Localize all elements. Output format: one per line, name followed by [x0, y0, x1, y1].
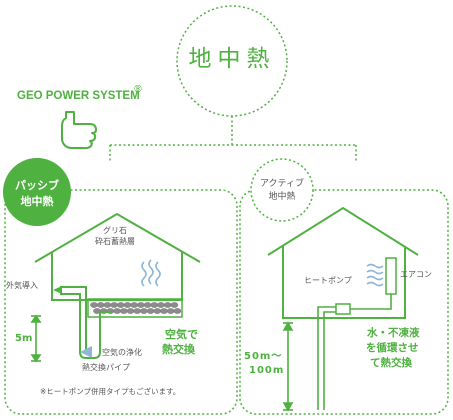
gravel-stone: [166, 308, 175, 314]
active-circle-line1: アクティブ: [259, 179, 304, 189]
gravel-stone: [96, 302, 105, 308]
passive-panel-frame: [4, 189, 238, 415]
gravel-stone: [140, 308, 148, 314]
gravel-stone: [153, 308, 162, 314]
air-intake-arrow-icon: [53, 286, 62, 294]
gravel-stone: [143, 302, 152, 308]
gravel-stone: [103, 302, 112, 308]
gravel-stone: [90, 302, 98, 308]
tree-connectors: [109, 116, 357, 162]
gravel-stone: [120, 308, 128, 314]
gravel-stone: [117, 302, 125, 308]
active-exchange-line3: て熱交換: [370, 357, 412, 369]
active-exchange-line2: を循環させ: [366, 342, 419, 354]
active-circle: [250, 158, 314, 222]
active-exchange-line1: 水・不凍液: [367, 327, 420, 339]
passive-depth-marker: [30, 314, 42, 363]
air-purify-arrow-icon: [80, 346, 92, 358]
active-depth-line1: 50m〜: [244, 351, 283, 362]
passive-house-outline: [34, 212, 201, 263]
passive-depth-label: 5m: [15, 333, 33, 344]
gravel-stone: [157, 302, 165, 308]
aircon-label: エアコン: [400, 270, 432, 279]
gravel-stone: [110, 302, 118, 308]
heat-pump-unit: [335, 303, 351, 315]
gravel-stone: [150, 302, 159, 308]
aircon-unit: [385, 257, 397, 295]
active-heat-waves-icon: [366, 263, 384, 287]
gravel-stone: [137, 302, 145, 308]
passive-exchange-line2: 熱交換: [162, 343, 195, 356]
gravel-label-2: 砕石蓄熱層: [95, 237, 135, 246]
gravel-stone: [170, 302, 179, 308]
air-intake-label: 外気導入: [6, 281, 38, 290]
gravel-stone: [123, 302, 132, 308]
gravel-stone: [160, 308, 168, 314]
passive-badge-line1: パッシブ: [15, 179, 59, 192]
active-panel-frame: [239, 189, 449, 415]
passive-heat-waves-icon: [141, 259, 161, 287]
gravel-label-1: グリ石: [103, 226, 127, 235]
brand-registered-mark: ®: [133, 84, 143, 95]
active-depth-line2: 100m: [249, 365, 285, 376]
passive-footnote: ※ヒートポンプ併用タイプもございます。: [40, 387, 181, 396]
heat-pump-label: ヒートポンプ: [304, 276, 352, 285]
gravel-stone: [146, 308, 155, 314]
passive-exchange-line1: 空気で: [165, 328, 198, 341]
heat-exchange-pipe: [60, 286, 112, 359]
gravel-stones: [90, 302, 182, 314]
gravel-stone: [173, 308, 182, 314]
main-title: 地中熱: [188, 46, 276, 72]
ground-loop-pipe: [317, 294, 392, 410]
active-house-walls: [282, 246, 406, 319]
active-depth-marker: [282, 321, 294, 412]
gravel-stone: [130, 302, 138, 308]
passive-badge: [3, 158, 71, 226]
gravel-bed: [87, 298, 183, 318]
gravel-stone: [113, 308, 121, 314]
passive-badge-line2: 地中熱: [20, 195, 54, 208]
gravel-stone: [163, 302, 172, 308]
gravel-stone: [126, 308, 135, 314]
air-purify-label: 空気の浄化: [102, 348, 142, 357]
pipe-label: 熱交換パイプ: [82, 363, 130, 372]
passive-house-walls: [51, 252, 183, 301]
hand-pointer-icon: [61, 111, 97, 149]
brand-name: GEO POWER SYSTEM: [17, 90, 140, 102]
active-circle-line2: 地中熱: [268, 192, 296, 202]
gravel-stone: [133, 308, 141, 314]
active-house-outline: [267, 206, 419, 256]
